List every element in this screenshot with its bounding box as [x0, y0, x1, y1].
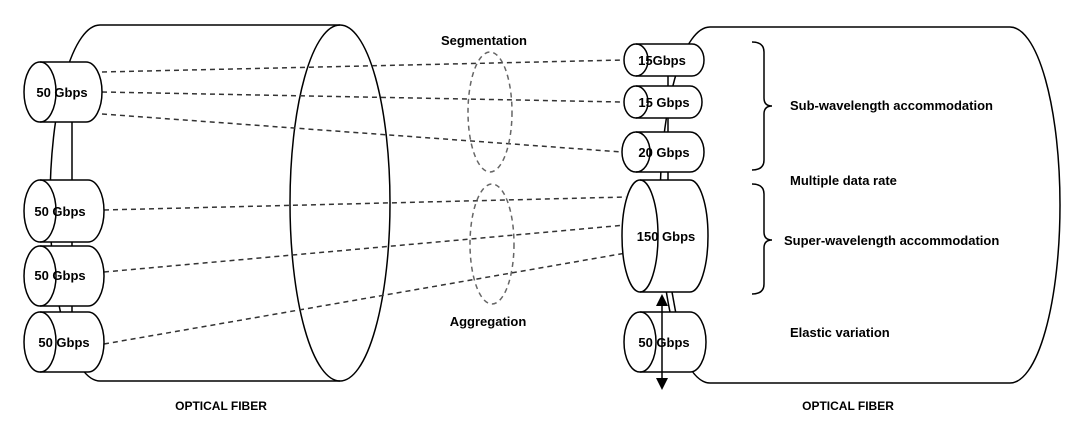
- right-channel-2: 15 Gbps: [623, 85, 703, 119]
- left-channel-1: 50 Gbps: [23, 61, 103, 123]
- left-channel-2: 50 Gbps: [23, 179, 105, 243]
- right-channel-4: 150 Gbps: [621, 179, 709, 293]
- right-channel-connectors: [667, 76, 677, 315]
- left-fiber-label: OPTICAL FIBER: [175, 399, 267, 413]
- sub-wavelength-label: Sub-wavelength accommodation: [790, 98, 993, 113]
- left-channel-4-label: 50 Gbps: [38, 335, 89, 350]
- elastic-variation-label: Elastic variation: [790, 325, 890, 340]
- aggregation-label: Aggregation: [450, 314, 527, 329]
- left-channel-3-label: 50 Gbps: [34, 268, 85, 283]
- multiple-rate-label: Multiple data rate: [790, 173, 897, 188]
- right-channel-3-label: 20 Gbps: [638, 145, 689, 160]
- super-wavelength-label: Super-wavelength accommodation: [784, 233, 999, 248]
- right-channel-5-label: 50 Gbps: [638, 335, 689, 350]
- dashed-mapping-lines: [101, 59, 627, 345]
- right-channel-1-label: 15Gbps: [638, 53, 686, 68]
- right-channel-5: 50 Gbps: [623, 311, 707, 373]
- segmentation-ellipse: [467, 51, 513, 173]
- right-channel-2-label: 15 Gbps: [638, 95, 689, 110]
- right-channel-3: 20 Gbps: [621, 131, 705, 173]
- aggregation-ellipse: [469, 183, 515, 305]
- left-channel-4: 50 Gbps: [23, 311, 105, 373]
- right-fiber-label: OPTICAL FIBER: [802, 399, 894, 413]
- right-channel-4-label: 150 Gbps: [637, 229, 696, 244]
- left-channel-2-label: 50 Gbps: [34, 204, 85, 219]
- segmentation-label: Segmentation: [441, 33, 527, 48]
- super-wavelength-brace: [751, 183, 773, 295]
- right-channel-1: 15Gbps: [623, 43, 705, 77]
- left-channel-1-label: 50 Gbps: [36, 85, 87, 100]
- left-channel-3: 50 Gbps: [23, 245, 105, 307]
- sub-wavelength-brace: [751, 41, 773, 171]
